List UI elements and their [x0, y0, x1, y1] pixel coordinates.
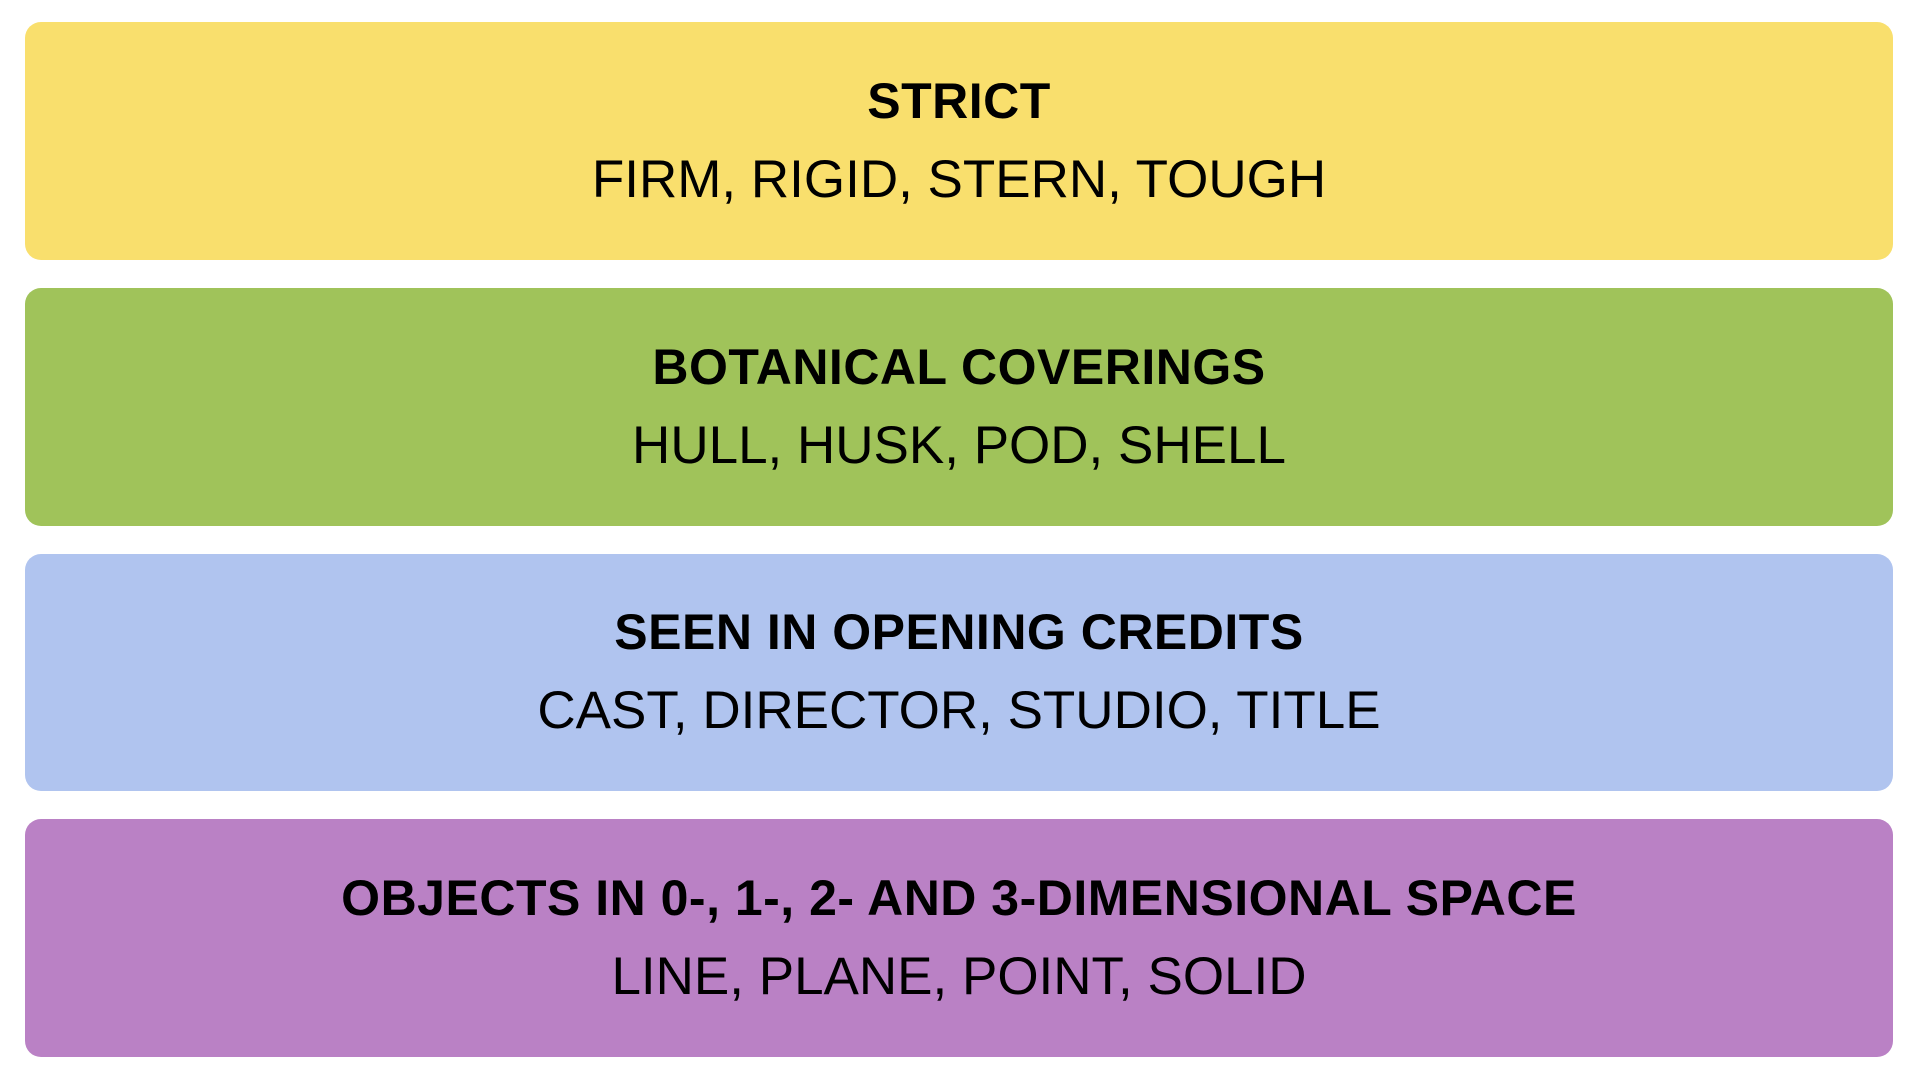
solved-group-blue: SEEN IN OPENING CREDITS CAST, DIRECTOR, … — [25, 553, 1893, 792]
group-words: CAST, DIRECTOR, STUDIO, TITLE — [537, 681, 1381, 741]
group-title: SEEN IN OPENING CREDITS — [614, 604, 1304, 661]
group-words: LINE, PLANE, POINT, SOLID — [611, 947, 1307, 1007]
solved-group-green: BOTANICAL COVERINGS HULL, HUSK, POD, SHE… — [25, 287, 1893, 526]
group-words: FIRM, RIGID, STERN, TOUGH — [591, 149, 1327, 209]
group-title: BOTANICAL COVERINGS — [652, 338, 1266, 395]
group-title: OBJECTS IN 0-, 1-, 2- AND 3-DIMENSIONAL … — [341, 870, 1577, 927]
solved-group-yellow: STRICT FIRM, RIGID, STERN, TOUGH — [25, 22, 1893, 260]
solved-group-purple: OBJECTS IN 0-, 1-, 2- AND 3-DIMENSIONAL … — [25, 819, 1893, 1057]
group-words: HULL, HUSK, POD, SHELL — [632, 415, 1286, 475]
group-title: STRICT — [867, 72, 1051, 129]
